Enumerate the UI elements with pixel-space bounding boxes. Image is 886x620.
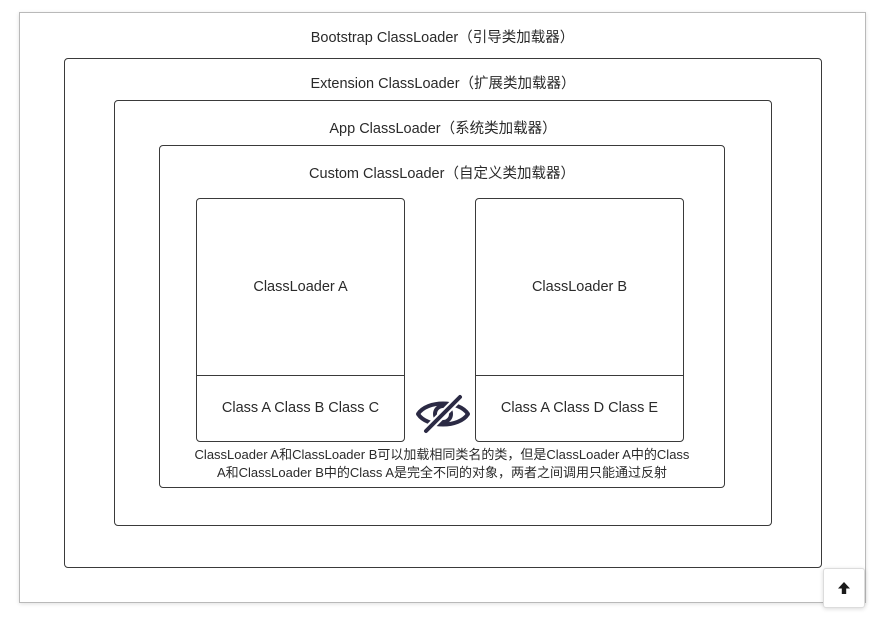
extension-classloader-label: Extension ClassLoader（扩展类加载器） <box>310 76 576 92</box>
custom-classloader-box <box>159 145 725 488</box>
scroll-to-top-button[interactable] <box>823 568 865 608</box>
extension-classloader-box <box>64 58 822 568</box>
custom-classloader-label: Custom ClassLoader（自定义类加载器） <box>309 166 575 182</box>
classloader-b-title: ClassLoader B <box>476 199 683 376</box>
note-line-2: A和ClassLoader B中的Class A是完全不同的对象，两者之间调用只… <box>216 465 667 480</box>
classloader-b-classes: Class A Class D Class E <box>500 400 659 416</box>
classloader-a-classes: Class A Class B Class C <box>221 400 380 416</box>
bootstrap-classloader-label: Bootstrap ClassLoader（引导类加载器） <box>310 30 575 46</box>
note-line-1: ClassLoader A和ClassLoader B可以加载相同类名的类，但是… <box>194 447 690 462</box>
app-classloader-box <box>114 100 772 526</box>
classloader-a-title: ClassLoader A <box>197 199 404 376</box>
classloader-note: ClassLoader A和ClassLoader B可以加载相同类名的类，但是… <box>160 446 724 482</box>
app-classloader-label: App ClassLoader（系统类加载器） <box>329 121 557 137</box>
classloader-a-box: ClassLoader A Class A Class B Class C <box>196 198 405 442</box>
arrow-up-icon <box>838 582 850 594</box>
classloader-b-box: ClassLoader B Class A Class D Class E <box>475 198 684 442</box>
eye-slash-icon <box>416 393 470 434</box>
